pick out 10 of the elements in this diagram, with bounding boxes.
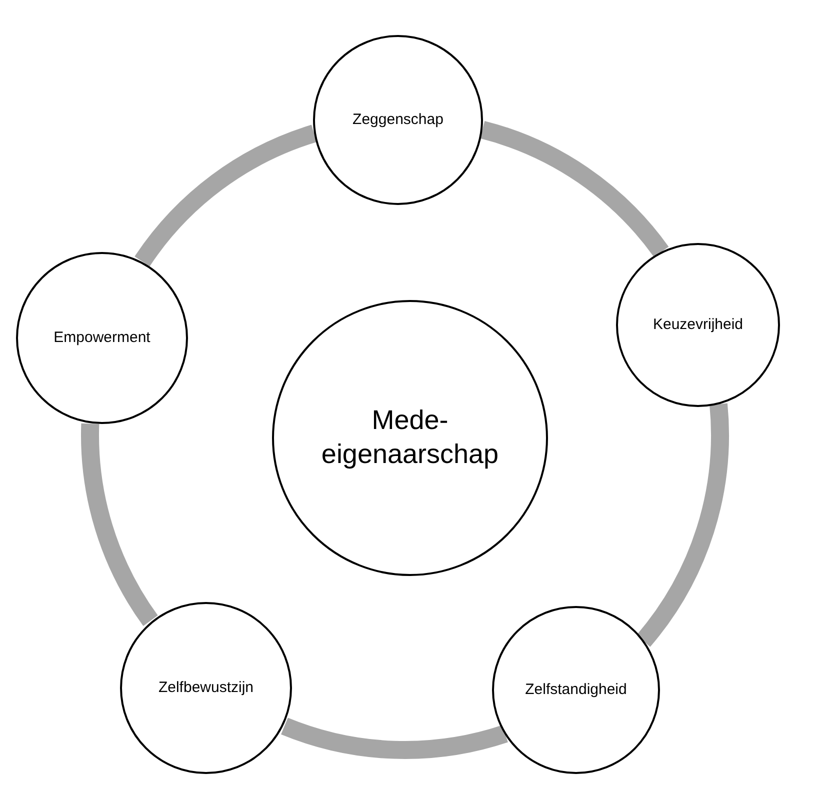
ring-arc <box>282 718 508 759</box>
ring-arc <box>480 121 668 258</box>
ring-arc <box>81 424 158 626</box>
concept-label: Zelfbewustzijn <box>158 678 254 698</box>
ring-arc <box>636 404 729 646</box>
concept-label: Keuzevrijheid <box>652 316 744 334</box>
concept-label: Zelfstandigheid <box>525 680 627 700</box>
concept-label: Mede-eigenaarschap <box>320 404 500 471</box>
concept-label: Zeggenschap <box>352 110 444 130</box>
concept-label: Empowerment <box>54 328 150 348</box>
